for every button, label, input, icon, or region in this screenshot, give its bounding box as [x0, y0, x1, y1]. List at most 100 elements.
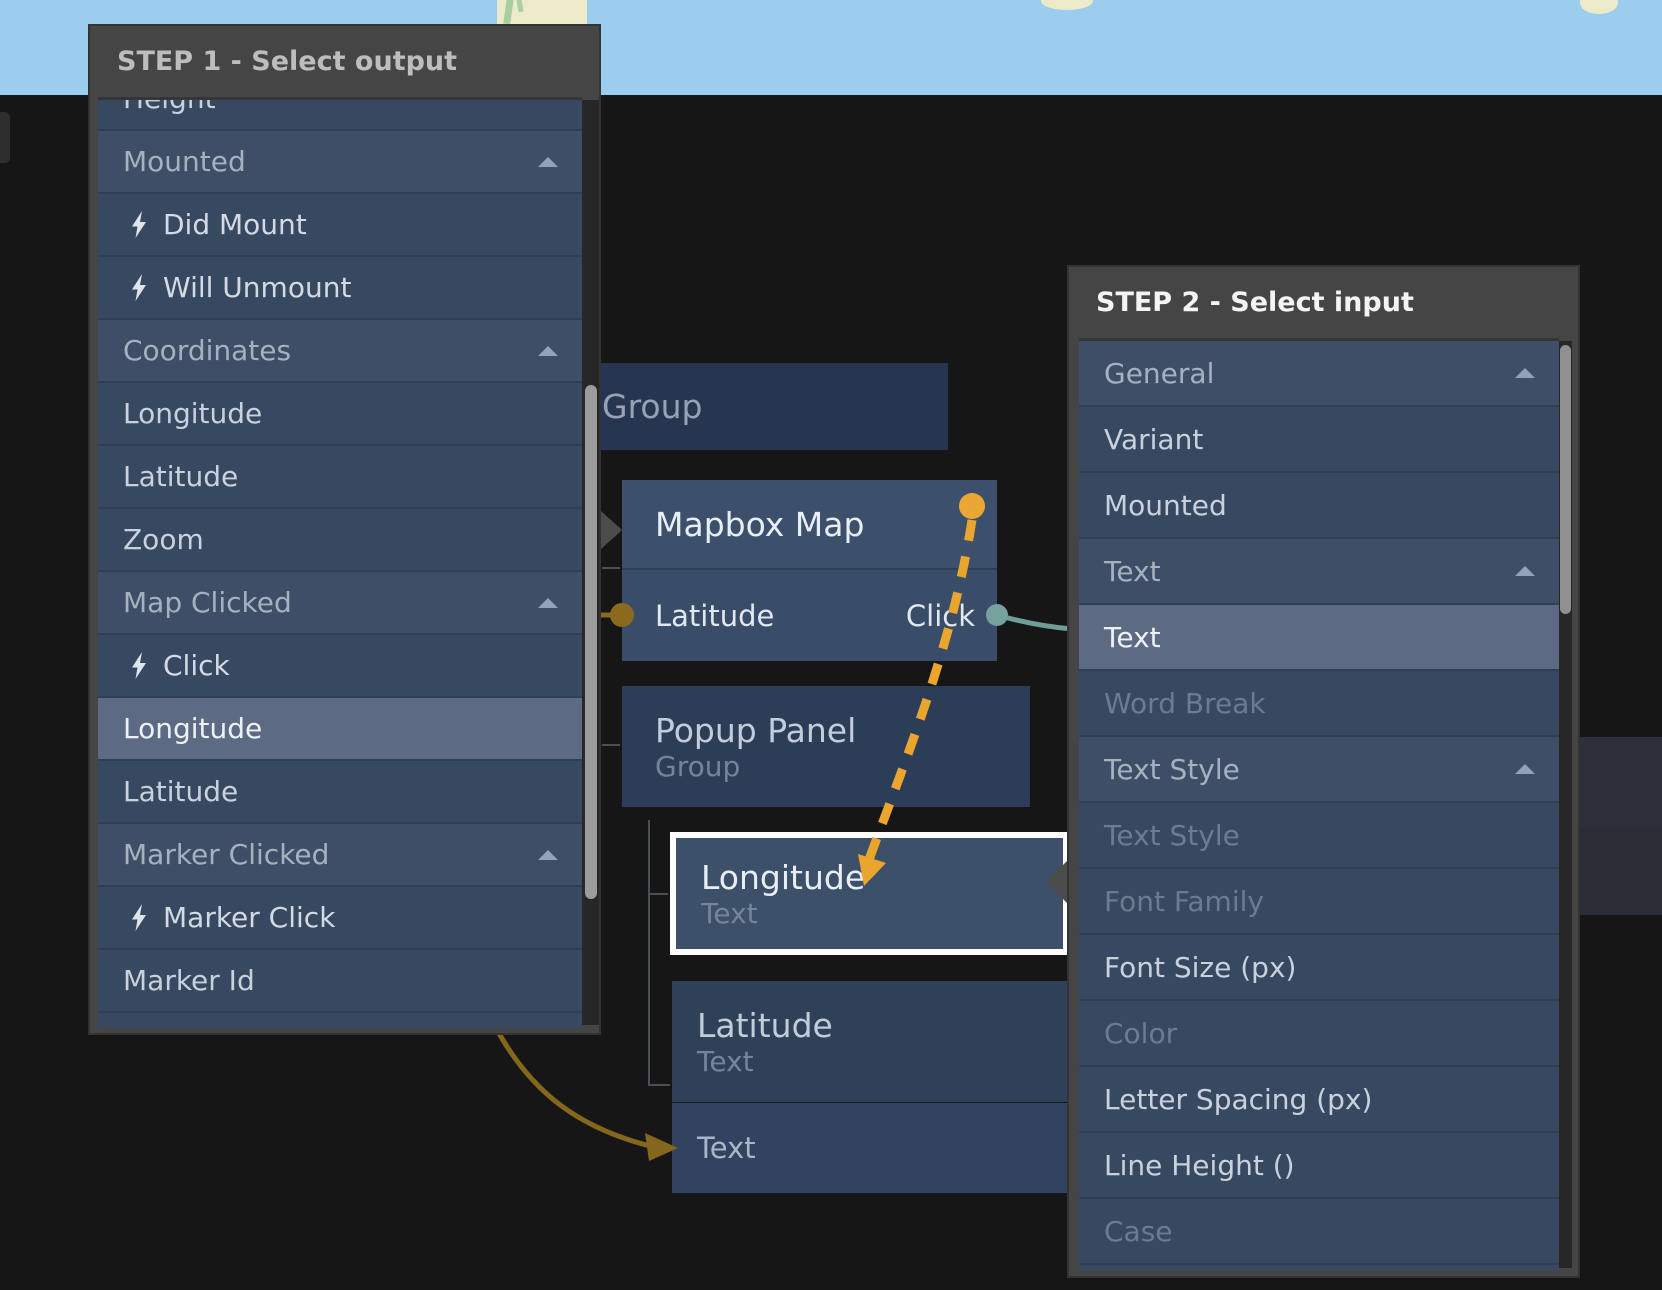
node-popup-panel[interactable]: Popup Panel Group	[622, 686, 1030, 807]
row-label: Map Clicked	[123, 586, 292, 619]
canvas-edge-tab	[0, 112, 10, 163]
node-title: Text	[697, 1131, 756, 1165]
collapse-arrow-icon[interactable]	[538, 597, 558, 608]
node-subtitle: Group	[655, 749, 741, 783]
occluded-node-top	[1580, 737, 1662, 827]
step2-list: General Variant Mounted Text Text Word B…	[1079, 338, 1559, 1271]
node-latitude-text[interactable]: Latitude Text	[672, 981, 1073, 1102]
row-label: Font Size (px)	[1104, 950, 1297, 984]
tree-connector-line	[602, 744, 620, 746]
row-label: Height	[123, 97, 216, 115]
connection-click-wire	[996, 612, 1073, 632]
node-title: Popup Panel	[655, 710, 857, 750]
step1-item-marker-id[interactable]: Marker Id	[98, 950, 582, 1013]
step1-item-zoom[interactable]: Zoom	[98, 509, 582, 572]
row-label: Letter Spacing (px)	[1104, 1082, 1373, 1116]
step2-item-font-family[interactable]: Font Family	[1079, 869, 1559, 935]
step1-item-longitude-selected[interactable]: Longitude	[98, 698, 582, 761]
step2-group-text-style[interactable]: Text Style	[1079, 737, 1559, 803]
row-label: Will Unmount	[163, 271, 352, 304]
row-label: Variant	[1104, 422, 1204, 456]
node-mapbox-map[interactable]: Mapbox Map Latitude Click	[622, 480, 997, 661]
step2-panel: STEP 2 - Select input General Variant Mo…	[1067, 265, 1580, 1278]
step1-group-marker-clicked[interactable]: Marker Clicked	[98, 824, 582, 887]
step1-item-latitude[interactable]: Latitude	[98, 446, 582, 509]
row-label: Zoom	[123, 523, 204, 556]
node-subtitle: Text	[697, 1044, 754, 1078]
step2-panel-titlebar[interactable]: STEP 2 - Select input	[1069, 267, 1578, 338]
collapse-arrow-icon[interactable]	[538, 345, 558, 356]
tree-connector-line	[648, 893, 668, 895]
row-label: Did Mount	[163, 208, 307, 241]
step1-item-latitude-2[interactable]: Latitude	[98, 761, 582, 824]
occluded-node-bottom	[1580, 827, 1662, 915]
collapse-arrow-icon[interactable]	[1515, 566, 1535, 576]
node-text[interactable]: Text	[672, 1103, 1073, 1193]
step1-item-marker-click[interactable]: Marker Click	[98, 887, 582, 950]
step2-item-text-style[interactable]: Text Style	[1079, 803, 1559, 869]
step1-scrollbar-thumb[interactable]	[585, 385, 597, 899]
step2-item-text-selected[interactable]: Text	[1079, 605, 1559, 671]
node-title: Mapbox Map	[655, 504, 865, 544]
row-label: Case	[1104, 1214, 1173, 1248]
row-label: Click	[163, 649, 230, 682]
port-latitude[interactable]: Latitude	[655, 598, 775, 633]
step2-scrollbar-thumb[interactable]	[1560, 345, 1571, 614]
map-vegetation	[503, 0, 514, 25]
tree-connector-line	[648, 1084, 670, 1086]
lightning-icon	[132, 274, 146, 301]
step1-list: Height Mounted Did Mount Will Unmount Co…	[98, 97, 582, 1028]
map-land-shape	[1580, 0, 1618, 14]
row-label: Word Break	[1104, 686, 1266, 720]
step1-group-coordinates[interactable]: Coordinates	[98, 320, 582, 383]
node-title: Group	[602, 387, 703, 426]
row-label: Longitude	[123, 397, 263, 430]
lightning-icon	[132, 211, 146, 238]
step2-pointer-tail	[1046, 861, 1067, 903]
step1-item-did-mount[interactable]: Did Mount	[98, 194, 582, 257]
step1-item-height[interactable]: Height	[98, 97, 582, 131]
node-subtitle: Text	[701, 896, 758, 930]
step2-item-letter-spacing[interactable]: Letter Spacing (px)	[1079, 1067, 1559, 1133]
row-label: Latitude	[123, 775, 239, 808]
tree-connector-line	[602, 567, 620, 569]
tree-connector-line	[648, 820, 650, 1086]
step2-item-case[interactable]: Case	[1079, 1199, 1559, 1265]
step1-group-map-clicked[interactable]: Map Clicked	[98, 572, 582, 635]
row-label: Text	[1104, 620, 1161, 654]
step2-item-word-break[interactable]: Word Break	[1079, 671, 1559, 737]
step2-item-color[interactable]: Color	[1079, 1001, 1559, 1067]
collapse-arrow-icon[interactable]	[538, 156, 558, 167]
step2-panel-title: STEP 2 - Select input	[1096, 287, 1414, 318]
step2-group-text[interactable]: Text	[1079, 539, 1559, 605]
step1-panel-titlebar[interactable]: STEP 1 - Select output	[90, 26, 599, 97]
step2-item-line-height[interactable]: Line Height ()	[1079, 1133, 1559, 1199]
collapse-arrow-icon[interactable]	[1515, 368, 1535, 378]
row-label: Marker Clicked	[123, 838, 330, 871]
row-label: Text	[1104, 554, 1161, 588]
node-longitude-text-selected[interactable]: Longitude Text	[670, 832, 1069, 955]
port-click[interactable]: Click	[905, 598, 975, 633]
row-label: Text Style	[1104, 752, 1240, 786]
node-title: Latitude	[697, 1005, 833, 1045]
step1-item-will-unmount[interactable]: Will Unmount	[98, 257, 582, 320]
node-group[interactable]: Group	[600, 363, 948, 450]
map-vegetation	[515, 0, 524, 13]
step1-item-click[interactable]: Click	[98, 635, 582, 698]
step2-group-general[interactable]: General	[1079, 341, 1559, 407]
step2-item-font-size[interactable]: Font Size (px)	[1079, 935, 1559, 1001]
step2-item-mounted[interactable]: Mounted	[1079, 473, 1559, 539]
collapse-arrow-icon[interactable]	[1515, 764, 1535, 774]
row-label: General	[1104, 356, 1215, 390]
step2-item-variant[interactable]: Variant	[1079, 407, 1559, 473]
row-label: Text Style	[1104, 818, 1240, 852]
node-header[interactable]: Mapbox Map	[622, 480, 997, 568]
row-label: Marker Click	[163, 901, 336, 934]
node-port-row: Latitude Click	[622, 568, 997, 661]
lightning-icon	[132, 652, 146, 679]
step1-group-mounted[interactable]: Mounted	[98, 131, 582, 194]
row-label: Font Family	[1104, 884, 1264, 918]
collapse-arrow-icon[interactable]	[538, 849, 558, 860]
row-label: Line Height ()	[1104, 1148, 1295, 1182]
step1-item-longitude[interactable]: Longitude	[98, 383, 582, 446]
